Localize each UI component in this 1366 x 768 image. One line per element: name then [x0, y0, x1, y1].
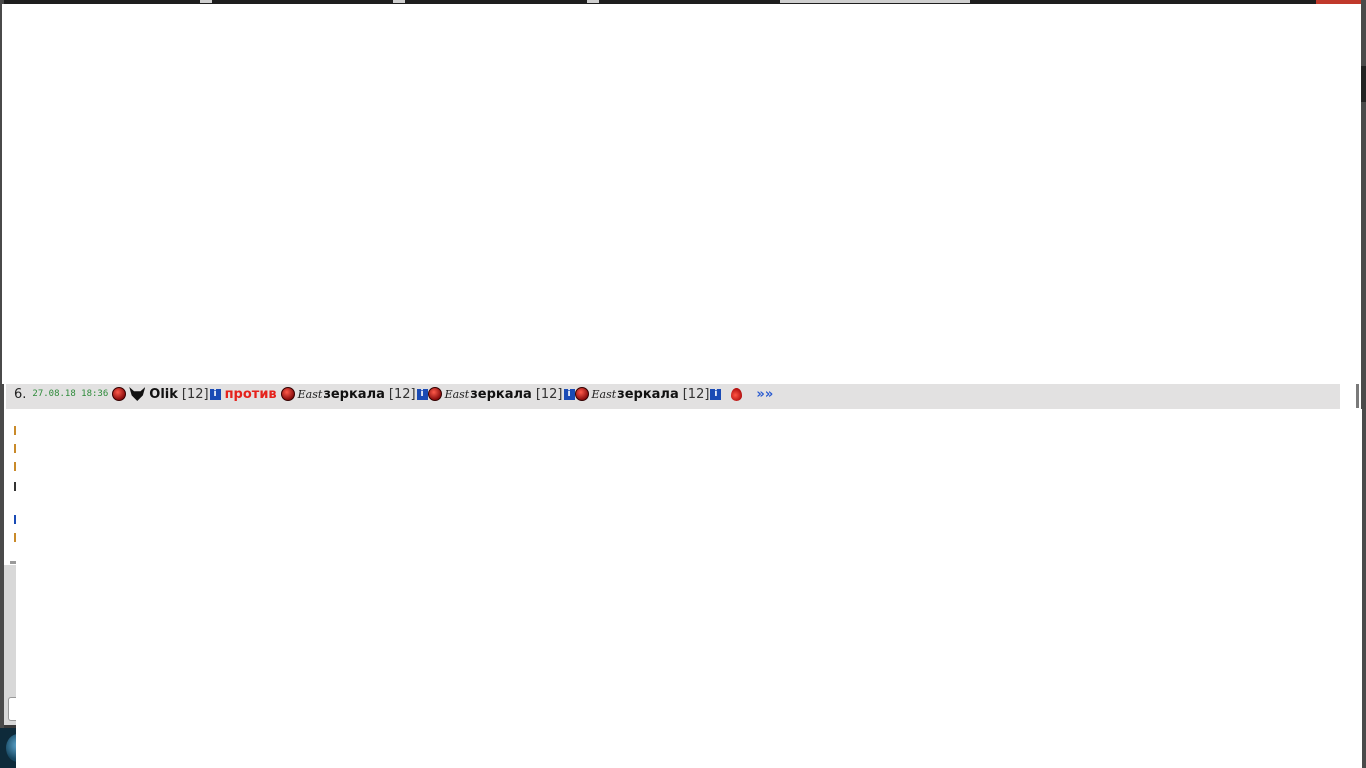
player-level: [12] [181, 386, 209, 402]
battle-log-row: 6. 27.08.18 18:36 Olik [12] i против Eas… [6, 384, 1340, 404]
opponent-level: [12] [388, 386, 416, 402]
more-link[interactable]: »» [756, 386, 774, 402]
close-window-icon[interactable] [1316, 0, 1362, 4]
row-scrollbar[interactable] [1356, 384, 1359, 408]
window-right-frame [1361, 0, 1366, 768]
blank-overlay-bottom [16, 409, 1362, 768]
list-marker [14, 533, 17, 542]
opponent-name[interactable]: зеркала [323, 386, 385, 402]
blank-overlay-top [2, 4, 1361, 384]
list-marker [14, 444, 17, 453]
opponent-level: [12] [682, 386, 710, 402]
input-edge[interactable] [8, 697, 17, 721]
clan-tag: East [297, 387, 323, 401]
left-margin [4, 409, 16, 569]
info-icon[interactable]: i [563, 388, 575, 400]
list-marker [14, 426, 17, 435]
info-icon[interactable]: i [416, 388, 428, 400]
list-marker [14, 462, 17, 471]
alignment-emblem-icon [427, 387, 442, 401]
entry-timestamp: 27.08.18 18:36 [32, 389, 109, 399]
window-tab-marker [780, 0, 970, 3]
window-tab-marker [200, 0, 212, 3]
list-marker [14, 515, 17, 524]
opponent-name[interactable]: зеркала [617, 386, 679, 402]
window-top-bar [0, 0, 1366, 4]
window-tab-marker [587, 0, 599, 3]
list-marker [14, 482, 17, 491]
blood-drop-icon [731, 387, 743, 401]
window-tab-marker [393, 0, 405, 3]
demon-clan-icon [129, 387, 146, 401]
divider [10, 561, 16, 564]
opponent-level: [12] [535, 386, 563, 402]
alignment-emblem-icon [112, 387, 127, 401]
versus-label: против [224, 386, 277, 402]
entry-number: 6. [14, 386, 27, 402]
battle-log-row-partial [6, 404, 1340, 409]
alignment-emblem-icon [280, 387, 295, 401]
player-name[interactable]: Olik [149, 386, 178, 402]
info-icon[interactable]: i [710, 388, 722, 400]
opponent-name[interactable]: зеркала [470, 386, 532, 402]
alignment-emblem-icon [574, 387, 589, 401]
lower-left-panel [4, 565, 16, 725]
window-left-frame [0, 0, 4, 768]
clan-tag: East [591, 387, 617, 401]
clan-tag: East [444, 387, 470, 401]
info-icon[interactable]: i [209, 388, 221, 400]
scrollbar-thumb[interactable] [1361, 66, 1366, 102]
